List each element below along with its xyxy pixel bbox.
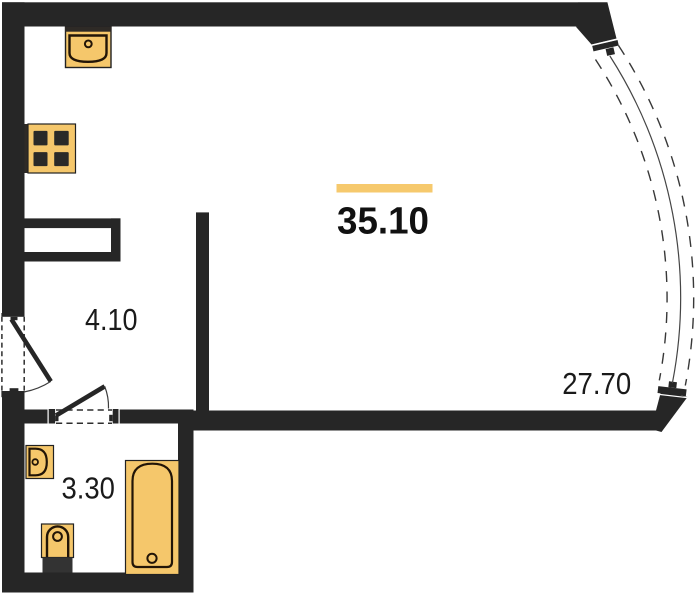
svg-text:27.70: 27.70 [562,367,631,401]
svg-text:35.10: 35.10 [337,200,429,242]
svg-text:3.30: 3.30 [61,471,114,505]
svg-text:4.10: 4.10 [85,303,138,337]
